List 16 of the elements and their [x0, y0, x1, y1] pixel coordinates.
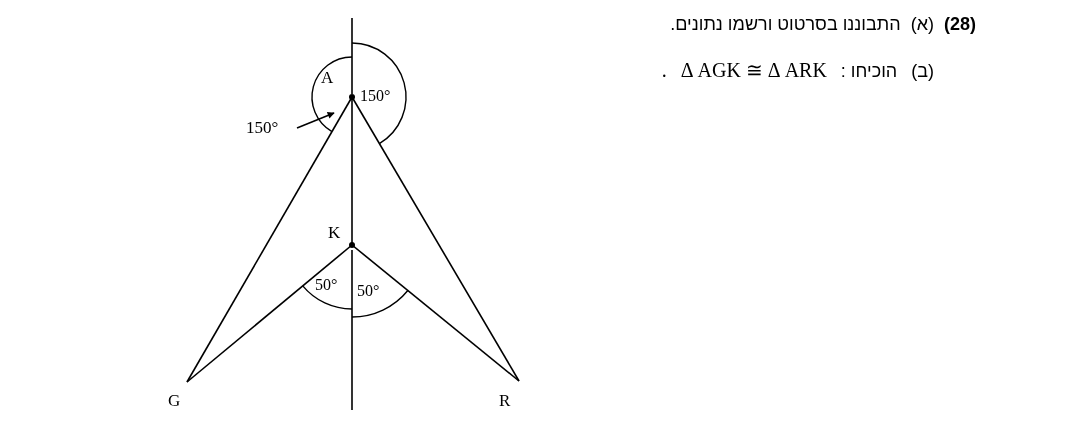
instruction-text: הוכיחו : [840, 60, 898, 83]
vertex-label: R [499, 392, 511, 409]
part-label: (א) [910, 14, 934, 36]
angle-label: 150° [360, 88, 391, 104]
vertex-label: A [321, 69, 334, 86]
question-number: (28) [943, 14, 976, 36]
leader-arrow [296, 112, 335, 129]
part-label: (ב) [911, 60, 934, 83]
angle-label: 50° [315, 277, 338, 293]
vertex-label: G [168, 392, 181, 409]
instruction-text: התבוננו בסרטוט ורשמו נתונים. [670, 14, 901, 36]
angle-label: 150° [246, 119, 279, 136]
angle-label: 50° [357, 283, 380, 299]
period-mark: . [661, 57, 667, 82]
vertex-label: K [328, 224, 341, 241]
math-statement: Δ AGK ≅ Δ ARK [680, 57, 827, 82]
